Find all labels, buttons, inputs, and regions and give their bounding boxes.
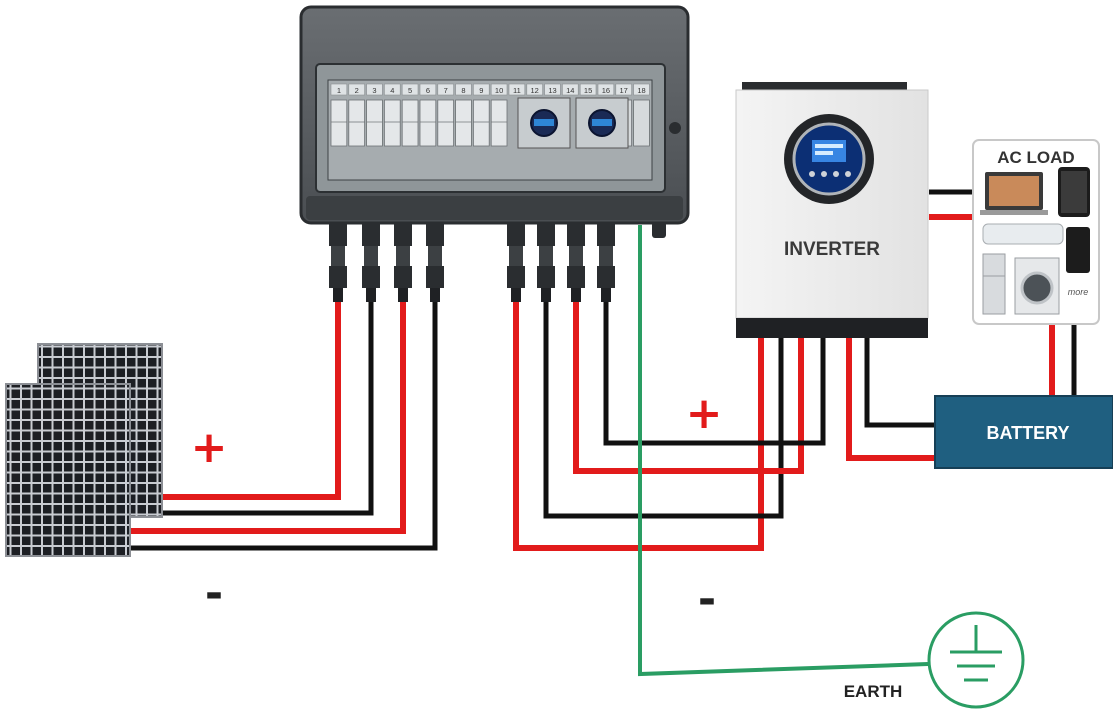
isolator-unit-2 [575, 97, 629, 149]
slot-number: 7 [444, 86, 448, 95]
mc4-connector [426, 222, 444, 246]
more-text: more [1068, 287, 1089, 297]
slot-number: 16 [602, 86, 610, 95]
inverter-top-bar [742, 82, 907, 93]
earth-wire [638, 225, 929, 677]
inverter: INVERTER [735, 82, 929, 338]
slot-number: 10 [495, 86, 503, 95]
plus-sign-right: + [686, 388, 723, 439]
fuse-holder [472, 99, 490, 147]
fridge-icon [982, 253, 1006, 315]
battery-label: BATTERY [987, 423, 1070, 443]
slot-number: 9 [479, 86, 483, 95]
earth-symbol-circle [927, 611, 1025, 709]
battery-negative-wire [864, 338, 938, 428]
slot-number: 17 [620, 86, 628, 95]
slot-number: 11 [513, 86, 521, 95]
wiring [126, 189, 1077, 677]
ac-load: AC LOAD more [972, 139, 1100, 325]
earth-ground: EARTH [844, 611, 1025, 709]
inverter-bottom-bar [736, 318, 928, 338]
pv-left-negative-wire-1 [160, 300, 374, 516]
phone-icon [1066, 227, 1090, 273]
air-conditioner-icon [982, 223, 1064, 245]
slot-number: 5 [408, 86, 412, 95]
solar-panels [5, 343, 163, 557]
ground-icon [950, 625, 1002, 682]
mc4-connector [567, 222, 585, 246]
slot-number: 18 [637, 86, 645, 95]
inverter-buttons [809, 171, 851, 177]
slot-number: 14 [566, 86, 574, 95]
plus-sign-left: + [191, 422, 228, 473]
minus-sign-left: - [205, 568, 223, 619]
pv-left-negative-wire-2 [126, 300, 438, 551]
fuse-holder [330, 99, 348, 147]
combiner-box-lower-band [306, 196, 683, 220]
battery-positive-wire [846, 338, 938, 461]
slot-number: 13 [548, 86, 556, 95]
slot-number: 4 [390, 86, 394, 95]
battery: BATTERY [934, 395, 1113, 469]
fuse-holder [490, 99, 508, 147]
out-positive-wire-2 [573, 300, 804, 474]
battery-body [934, 395, 1113, 469]
slot-number: 8 [461, 86, 465, 95]
pv-left-positive-wire-2 [126, 300, 406, 534]
out-negative-wire-1 [543, 300, 784, 519]
breaker-row [330, 99, 650, 147]
pv-left-positive-wire-1 [160, 300, 341, 500]
slot-number: 6 [426, 86, 430, 95]
fuse-holder [348, 99, 365, 147]
fuse-holder [401, 99, 419, 147]
fuse-holder [437, 99, 454, 147]
mc4-connector [507, 222, 525, 246]
fuse-holder [383, 99, 401, 147]
fuse-holder [419, 99, 437, 147]
mc4-connector [537, 222, 555, 246]
slot-number: 3 [372, 86, 376, 95]
fuse-holder [366, 99, 383, 147]
slot-number: 2 [355, 86, 359, 95]
mc4-connectors [329, 222, 615, 302]
spd-module [633, 99, 650, 147]
solar-panel-front [5, 383, 131, 557]
out-negative-wire-2 [603, 300, 826, 446]
slot-number: 1 [337, 86, 341, 95]
earth-gland [652, 222, 666, 238]
slot-number: 12 [531, 86, 539, 95]
mc4-connector [329, 222, 347, 246]
mc4-connector [394, 222, 412, 246]
fuse-holder [455, 99, 472, 147]
slot-number: 15 [584, 86, 592, 95]
earth-label: EARTH [844, 682, 903, 701]
minus-sign-right: - [698, 574, 716, 625]
mc4-connector [362, 222, 380, 246]
inverter-label: INVERTER [784, 239, 880, 260]
mc4-connector [597, 222, 615, 246]
ac-load-label: AC LOAD [997, 148, 1074, 167]
combiner-latch [669, 122, 681, 134]
